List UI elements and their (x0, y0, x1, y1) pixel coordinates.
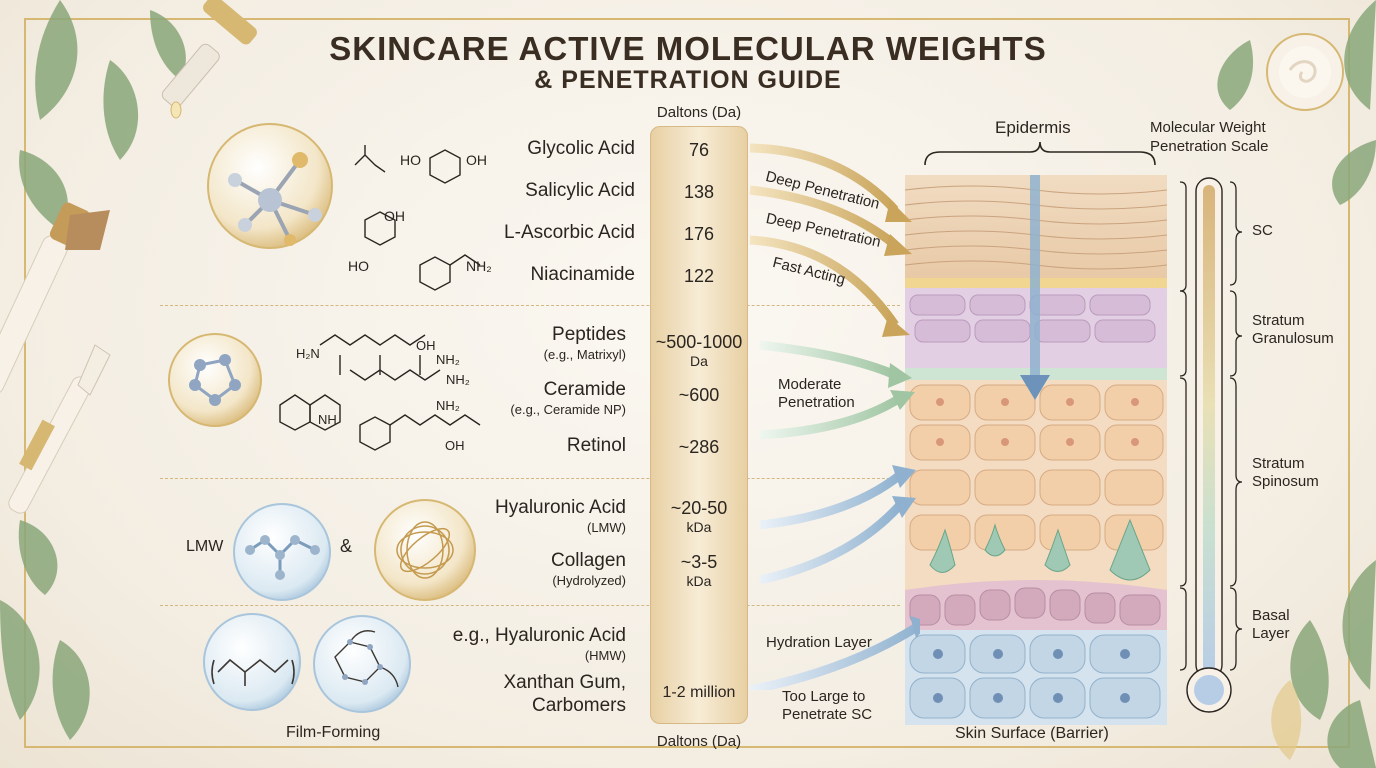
ingredient-name: Peptides(e.g., Matrixyl) (543, 324, 626, 362)
chem-label: OH (445, 438, 465, 453)
too-large-label: Too Large to (782, 688, 866, 705)
chem-label: NH₂ (436, 352, 460, 367)
page-subtitle: & PENETRATION GUIDE (534, 66, 842, 94)
layer-label-granulosum: Granulosum (1252, 330, 1334, 347)
chem-label: HO (348, 258, 369, 274)
arrow-icon (749, 616, 920, 690)
dalton-value: 138 (683, 182, 715, 202)
chem-label: OH (416, 338, 436, 353)
dalton-value: 76 (688, 140, 710, 160)
molecule-sphere-icon (203, 613, 301, 711)
dalton-value: 176 (683, 224, 715, 244)
dalton-column (650, 126, 748, 724)
skin-cross-section (904, 175, 1168, 725)
chemical-structures (279, 145, 481, 451)
molecule-sphere-icon (313, 615, 411, 713)
leaf-icon (0, 520, 90, 740)
epidermis-bracket (924, 141, 1156, 166)
dalton-value: 1-2 million (662, 684, 736, 701)
film-forming-label: Film-Forming (286, 724, 381, 741)
leaf-icon (19, 0, 186, 230)
moderate-label: Moderate (778, 376, 842, 393)
layer-label-sc: SC (1252, 222, 1273, 239)
epidermis-label: Epidermis (995, 118, 1071, 137)
molecule-sphere-icon (168, 333, 262, 427)
too-large-label: Penetrate SC (782, 706, 873, 723)
gold-frame (24, 18, 1350, 748)
dalton-value: ~286 (678, 437, 720, 457)
chem-label: NH₂ (436, 398, 460, 413)
ingredient-name: L-Ascorbic Acid (504, 222, 635, 243)
dropper-icon (161, 0, 257, 119)
chem-label: OH (466, 152, 487, 168)
dalton-value: 122 (683, 266, 715, 286)
page-title: SKINCARE ACTIVE MOLECULAR WEIGHTS (329, 30, 1047, 67)
arrow-icon (749, 235, 910, 337)
leaf-icon (1290, 560, 1376, 768)
arrow-icon (759, 390, 915, 440)
group-separator (160, 478, 900, 479)
ingredient-name: Collagen(Hydrolyzed) (551, 550, 626, 588)
arrow-icon (759, 496, 916, 585)
scale-title: Penetration Scale (1150, 138, 1269, 155)
layer-label-basal: Basal (1252, 607, 1290, 624)
chem-label: OH (384, 208, 405, 224)
molecule-sphere-icon (233, 503, 331, 601)
chem-label: NH₂ (466, 258, 492, 274)
ingredient-name: Xanthan Gum,Carbomers (503, 672, 626, 716)
lmw-label: LMW (186, 538, 224, 555)
arrow-icon (759, 340, 912, 388)
brush-icon (0, 202, 111, 514)
units-bottom: Daltons (Da) (656, 733, 742, 750)
scale-title: Molecular Weight (1150, 119, 1266, 136)
leaf-icon (1217, 0, 1376, 205)
ingredient-name: Hyaluronic Acid(LMW) (495, 497, 626, 535)
dalton-value: ~600 (678, 385, 720, 405)
arrow-icon (749, 143, 912, 222)
chem-label: NH (318, 412, 337, 427)
arrow-icon (759, 465, 916, 530)
cream-jar-icon (1266, 33, 1344, 111)
penetration-arrows (749, 143, 920, 690)
penetration-scale (1179, 177, 1243, 713)
moderate-label: Penetration (778, 394, 855, 411)
ingredient-name: e.g., Hyaluronic Acid(HMW) (452, 625, 626, 663)
ingredient-name: Retinol (566, 435, 626, 456)
ampersand-label: & (340, 536, 353, 556)
layer-label-granulosum: Stratum (1252, 312, 1305, 329)
units-top: Daltons (Da) (656, 104, 742, 121)
layer-label-spinosum: Stratum (1252, 455, 1305, 472)
ingredient-name: Glycolic Acid (527, 138, 635, 159)
hydration-label: Hydration Layer (766, 634, 872, 651)
layer-label-basal: Layer (1252, 625, 1290, 642)
layer-label-spinosum: Spinosum (1252, 473, 1319, 490)
ingredient-name: Salicylic Acid (525, 180, 635, 201)
chem-label: NH₂ (446, 372, 470, 387)
chem-label: HO (400, 152, 421, 168)
leaf-icon (1271, 680, 1302, 760)
ingredient-name: Ceramide(e.g., Ceramide NP) (510, 379, 626, 417)
molecule-sphere-icon (207, 123, 333, 249)
group-separator (160, 305, 900, 306)
arrow-icon (749, 185, 912, 256)
molecule-sphere-icon (374, 499, 476, 601)
chem-label: H₂N (296, 346, 320, 361)
ingredient-name: Niacinamide (530, 264, 635, 285)
group-separator (160, 605, 900, 606)
skin-surface-label: Skin Surface (Barrier) (955, 725, 1109, 742)
